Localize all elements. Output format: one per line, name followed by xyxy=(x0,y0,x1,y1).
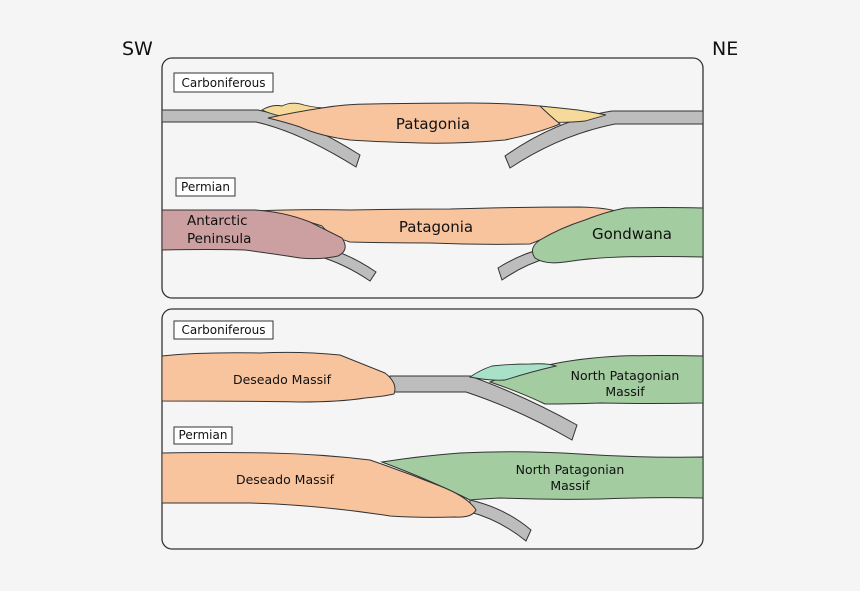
gondwana-label: Gondwana xyxy=(592,225,672,243)
panel-bottom: North Patagonian Massif Deseado Massif C… xyxy=(161,308,704,550)
accretion-wedge xyxy=(468,363,558,381)
period-label-permian: Permian xyxy=(179,428,228,442)
stage-top-permian: Patagonia Antarctic Peninsula Gondwana P… xyxy=(161,177,704,282)
stage-bottom-permian: North Patagonian Massif Deseado Massif P… xyxy=(161,426,704,542)
period-box-carboniferous xyxy=(173,320,274,340)
deseado-massif-label: Deseado Massif xyxy=(233,372,332,387)
panel-top-border xyxy=(161,57,704,299)
stage-top-carboniferous: Patagonia Carboniferous xyxy=(161,72,704,169)
antarctic-label-line1: Antarctic xyxy=(187,213,248,229)
deseado-massif-label: Deseado Massif xyxy=(236,472,335,487)
north-patagonian-label-line1: North Patagonian xyxy=(571,368,680,383)
period-label-carboniferous: Carboniferous xyxy=(181,76,265,90)
gondwana-block xyxy=(531,207,704,264)
period-label-permian: Permian xyxy=(181,180,230,194)
deseado-massif-block xyxy=(161,351,396,403)
north-patagonian-massif-block xyxy=(380,451,704,501)
period-box-permian xyxy=(175,177,236,197)
patagonia-label: Patagonia xyxy=(399,218,473,236)
north-patagonian-label-line1: North Patagonian xyxy=(516,462,625,477)
direction-sw-label: SW xyxy=(122,38,153,60)
panel-top: Patagonia Carboniferous Patagonia Antarc… xyxy=(161,57,704,299)
period-box-permian xyxy=(173,426,233,445)
patagonia-label: Patagonia xyxy=(396,115,470,133)
deseado-massif-block xyxy=(161,452,477,518)
antarctic-peninsula-block xyxy=(161,209,346,260)
patagonia-block xyxy=(267,102,561,144)
subducting-slab xyxy=(469,499,532,542)
subducting-slab xyxy=(389,375,578,441)
period-label-carboniferous: Carboniferous xyxy=(181,323,265,337)
north-patagonian-label-line2: Massif xyxy=(550,478,590,493)
antarctic-label-line2: Peninsula xyxy=(187,231,251,247)
period-box-carboniferous xyxy=(173,72,274,93)
north-patagonian-label-line2: Massif xyxy=(605,384,645,399)
stage-bottom-carboniferous: North Patagonian Massif Deseado Massif C… xyxy=(161,320,704,441)
direction-ne-label: NE xyxy=(712,38,738,60)
